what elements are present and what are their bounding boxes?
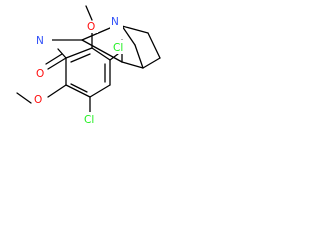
ring-double-bond: [70, 83, 88, 93]
cage-bond: [121, 25, 136, 46]
cage-bond: [121, 61, 144, 69]
label-bg: [113, 40, 130, 54]
ome-bottom-bond: [47, 84, 67, 98]
chemical-structure-diagram: N O O O Cl Cl N: [16, 5, 161, 126]
cage-bond: [147, 32, 161, 59]
cage-bond: [81, 39, 123, 63]
ring-double-bond: [70, 53, 91, 63]
cl-top-label: Cl: [113, 42, 123, 54]
ome-bottom-o-label: O: [34, 94, 42, 106]
amide-c-o-double: [45, 53, 63, 65]
cage-bond: [142, 57, 161, 69]
label-bg: [84, 112, 101, 126]
label-bg: [110, 15, 123, 29]
ome-bottom-methyl: [16, 92, 32, 104]
label-bg: [86, 21, 98, 33]
atom-labels: N O O O Cl Cl N: [32, 15, 130, 126]
amide-c-o-bond: [47, 57, 67, 70]
amide-nh-label: N: [36, 35, 44, 47]
ring-bond: [65, 84, 91, 98]
ring-bond: [89, 84, 111, 98]
ring-bond: [65, 47, 93, 59]
quinuclidine-n-label: N: [111, 16, 119, 28]
cage-bond: [134, 44, 144, 69]
label-bg: [35, 67, 47, 80]
amide-o-label: O: [36, 68, 44, 80]
label-bg: [36, 34, 52, 47]
ome-top-methyl: [85, 5, 93, 21]
cage-bond: [121, 25, 149, 34]
ome-top-o-label: O: [87, 21, 95, 33]
cl-bottom-label: Cl: [84, 114, 94, 126]
cage-bond: [81, 27, 111, 41]
ring-bond: [91, 47, 111, 61]
label-bg: [32, 92, 46, 106]
